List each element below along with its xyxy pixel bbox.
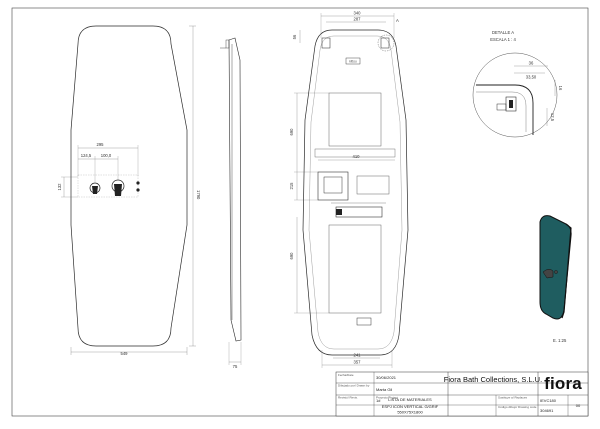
tb-date-value: 30/06/2021	[376, 375, 397, 380]
bottom-bracket	[356, 317, 372, 326]
detail-a-scale: ESCALA 1 : 4	[490, 37, 516, 42]
dim-back-mid-height: 215	[289, 182, 294, 190]
back-view: A kittou 340 287 56 690 410 215	[289, 11, 409, 368]
dim-detail-top: 36	[529, 61, 534, 66]
dim-control-height: 132	[57, 183, 62, 191]
mixer-handle-right	[114, 184, 122, 196]
mid-rail-top	[314, 148, 396, 158]
tb-sheet-number: 00	[576, 403, 581, 408]
tb-date-label: Fecha/Date	[338, 373, 354, 377]
mirror-back-outline	[302, 29, 409, 356]
tb-rev-label: Revisió/ Revis.	[338, 396, 358, 400]
detail-a-marker: A	[396, 18, 399, 23]
tb-project-label: Proyecto/Project	[376, 396, 398, 400]
tb-company: Fiora Bath Collections, S.L.U.	[444, 375, 542, 384]
dim-back-bottom-inner: 241	[354, 353, 362, 358]
dim-back-mid-width: 410	[353, 154, 361, 159]
top-bracket-right	[380, 37, 390, 49]
dim-control-span: 295	[97, 142, 105, 147]
tb-code-label: Código dibujo/ Drawing code	[498, 405, 537, 409]
mirror-back-inner-outline	[308, 35, 403, 350]
detail-a-circle	[377, 34, 395, 52]
iso-faucet	[542, 269, 554, 279]
dim-control-a: 124,5	[81, 153, 92, 158]
dim-front-width: 549	[121, 351, 129, 356]
mirror-front-outline	[70, 25, 188, 347]
fiora-logo: fiora	[544, 374, 582, 393]
dim-back-top-inner: 287	[354, 17, 362, 22]
dim-side-depth: 75	[233, 364, 238, 369]
title-block: Fecha/Date 30/06/2021 Dibujado por/ Draw…	[335, 371, 589, 417]
dim-back-bottom-outer: 357	[354, 360, 362, 365]
side-view: 75	[220, 37, 242, 369]
valve-housing	[317, 171, 349, 201]
title-block-frame	[335, 371, 589, 417]
tb-project-line1: LISTA DE MATERIALES	[388, 397, 432, 402]
dim-front-height: 1790	[196, 190, 201, 200]
detail-edge-curve	[476, 84, 534, 135]
driver-box	[356, 175, 390, 195]
dim-detail-side: 16	[558, 86, 563, 91]
faucet-zone	[77, 174, 139, 198]
detail-a: DETALLE A ESCALA 1 : 4 36 33,50 16 12,5	[472, 30, 563, 138]
tb-code-value: 304691	[540, 408, 554, 413]
dim-back-lower: 690	[289, 252, 294, 260]
dim-detail-bottom: 12,5	[550, 113, 555, 122]
tb-replaces-label: Sustituye a/ Replaces	[498, 396, 528, 400]
product-label-box	[345, 57, 361, 65]
detail-a-title: DETALLE A	[492, 30, 514, 35]
side-bracket	[225, 39, 230, 49]
isometric-view: E. 1:25	[539, 215, 572, 343]
sheet-border	[11, 7, 589, 417]
sensor-dot-top	[136, 181, 140, 185]
tb-project-line3: 550X75X1800	[397, 410, 423, 415]
tb-replaces-value: IEVC180	[540, 398, 557, 403]
mirror-side-profile	[228, 37, 242, 342]
dim-back-top-side: 56	[292, 34, 297, 39]
sensor-dot-bottom	[136, 188, 140, 192]
upper-panel	[328, 92, 382, 147]
dim-back-top-outer: 340	[354, 11, 362, 16]
tb-drawn-value: Marta Gil	[376, 387, 392, 392]
dim-back-upper: 690	[289, 128, 294, 136]
iso-scale: E. 1:25	[553, 338, 567, 343]
top-bracket-left	[321, 37, 331, 49]
lower-panel	[328, 224, 382, 314]
led-driver	[335, 206, 383, 218]
tb-drawn-label: Dibujado por/ Drawn by	[338, 384, 370, 388]
dim-detail-inner: 33,50	[526, 75, 537, 80]
product-label-text: kittou	[349, 59, 357, 63]
dim-control-b: 100,0	[101, 153, 112, 158]
tb-rev-value: 1#	[376, 398, 381, 403]
iso-mirror-glass	[539, 215, 572, 320]
front-view: 549 1790 295 124,5 100,0 132	[57, 25, 201, 356]
iso-mirror-edge	[561, 223, 572, 319]
detail-a-boundary	[472, 52, 558, 138]
tb-project-line2: ESPJ ICON VERTICAL G/GRIF	[382, 404, 439, 409]
mixer-handle-left	[92, 186, 98, 194]
